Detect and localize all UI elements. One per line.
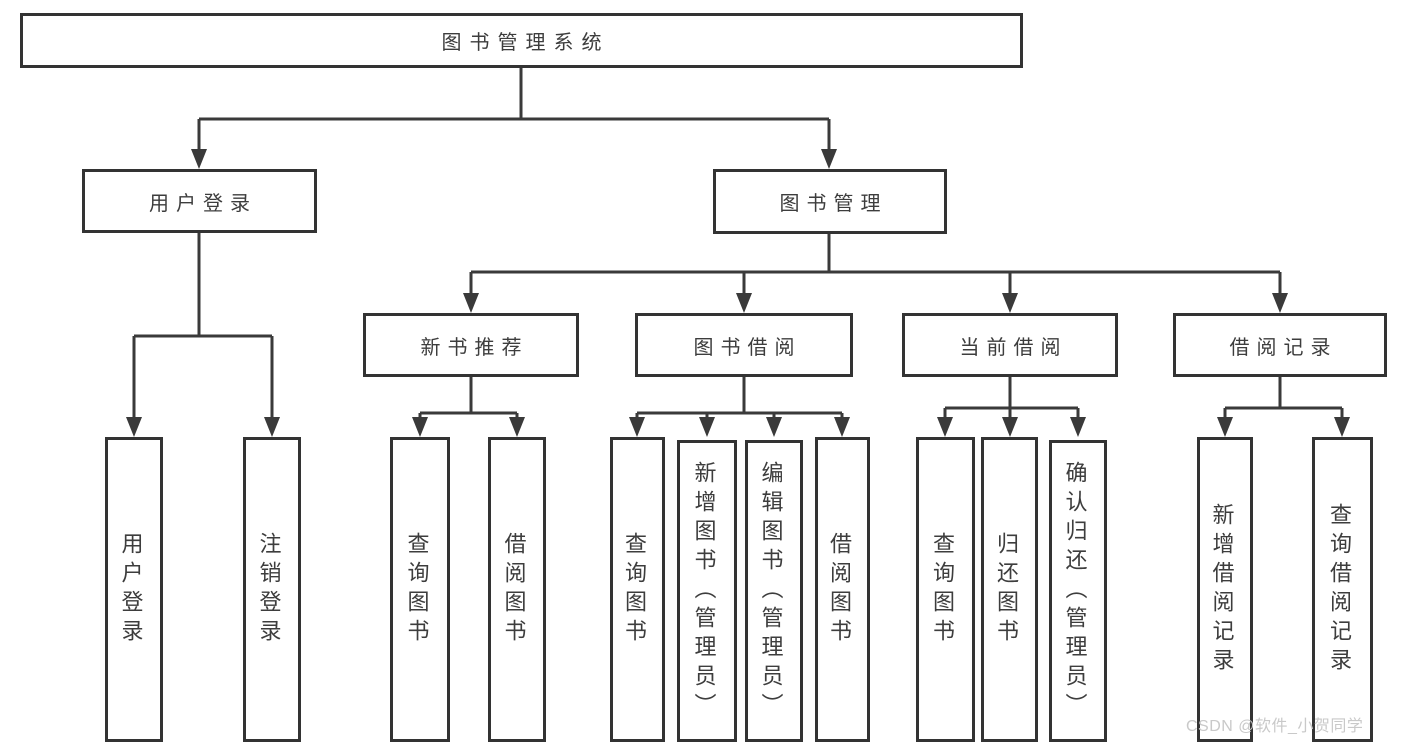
leaf-bb-add-books-admin: 新增图书（管理员） [677,440,737,742]
connector-root-to-level2 [191,66,837,169]
leaf-br-query-record: 查询借阅记录 [1312,437,1373,742]
node-current-borrow-label: 当前借阅 [959,336,1068,359]
node-library-system: 图书管理系统 [20,13,1023,68]
node-library-system-label: 图书管理系统 [441,32,610,54]
leaf-nb-query-books: 查询图书 [390,437,450,742]
leaf-user-login-label: 用户登录 [118,531,144,648]
leaf-cb-return-books-label: 归还图书 [994,531,1019,648]
connector-current-borrow-children [937,377,1086,437]
leaf-bb-borrow-books-label: 借阅图书 [827,531,852,648]
leaf-nb-borrow-books-label: 借阅图书 [501,531,527,648]
node-user-login-label: 用户登录 [149,192,257,215]
node-new-book-recommend: 新书推荐 [363,313,579,377]
leaf-cb-confirm-return-admin: 确认归还（管理员） [1049,440,1107,742]
node-book-management-label: 图书管理 [779,193,888,215]
leaf-user-login: 用户登录 [105,437,163,742]
leaf-bb-query-books-label: 查询图书 [622,531,647,648]
csdn-watermark: CSDN @软件_小贺同学 [1186,718,1364,735]
leaf-logout-login: 注销登录 [243,437,301,742]
connector-borrow-records-children [1217,377,1350,437]
node-book-borrow-label: 图书借阅 [693,336,802,359]
connector-book-management-children [463,234,1288,313]
leaf-bb-edit-books-admin: 编辑图书（管理员） [745,440,803,742]
connector-user-login-children [126,233,280,437]
leaf-cb-query-books: 查询图书 [916,437,975,742]
leaf-cb-return-books: 归还图书 [981,437,1038,742]
leaf-nb-query-books-label: 查询图书 [404,531,430,648]
leaf-logout-login-label: 注销登录 [256,531,282,648]
connector-new-book-recommend-children [412,377,525,437]
leaf-bb-add-books-admin-label: 新增图书（管理员） [691,460,717,722]
node-user-login: 用户登录 [82,169,317,233]
leaf-bb-query-books: 查询图书 [610,437,665,742]
node-book-borrow: 图书借阅 [635,313,853,377]
leaf-bb-borrow-books: 借阅图书 [815,437,870,742]
node-book-management: 图书管理 [713,169,947,234]
node-current-borrow: 当前借阅 [902,313,1118,377]
leaf-cb-query-books-label: 查询图书 [930,531,955,648]
leaf-cb-confirm-return-admin-label: 确认归还（管理员） [1062,460,1088,722]
connector-book-borrow-children [629,377,850,437]
node-borrow-records-label: 借阅记录 [1229,336,1338,359]
node-borrow-records: 借阅记录 [1173,313,1387,377]
node-new-book-recommend-label: 新书推荐 [420,336,529,359]
leaf-br-add-record-label: 新增借阅记录 [1209,502,1235,677]
leaf-br-query-record-label: 查询借阅记录 [1327,502,1352,677]
leaf-br-add-record: 新增借阅记录 [1197,437,1253,742]
leaf-nb-borrow-books: 借阅图书 [488,437,546,742]
leaf-bb-edit-books-admin-label: 编辑图书（管理员） [758,460,784,722]
